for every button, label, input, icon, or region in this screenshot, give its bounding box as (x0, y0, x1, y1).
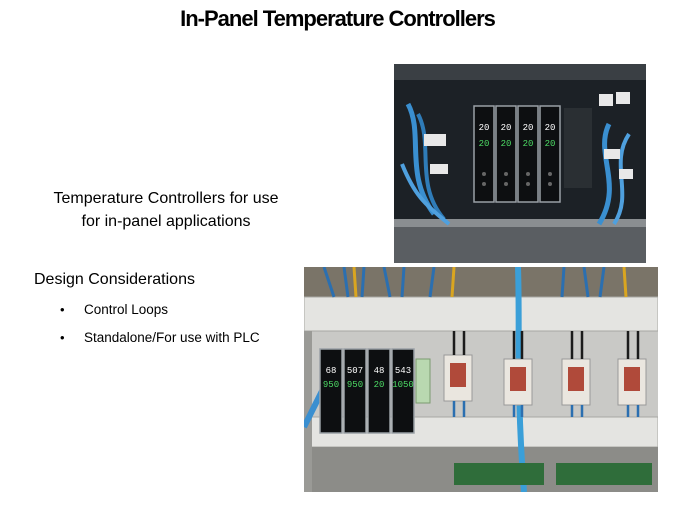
relay-module (503, 358, 533, 406)
temperature-controller: 20 20 (539, 105, 561, 203)
bullet-control-loops: Control Loops (58, 301, 260, 329)
relay-module (561, 358, 591, 406)
bullet-standalone-plc: Standalone/For use with PLC (58, 329, 260, 357)
cabinet-photo-top: 20 20 20 20 20 20 20 20 (394, 64, 646, 263)
sv-readout: 20 (501, 139, 512, 149)
design-considerations-list: Control Loops Standalone/For use with PL… (58, 301, 260, 357)
temperature-controller: 20 20 (495, 105, 517, 203)
pv-readout: 20 (545, 123, 556, 133)
cabinet-photo-bottom: 68 950 507 950 48 20 543 1050 (304, 267, 658, 492)
pv-readout: 68 (326, 366, 337, 376)
sv-readout: 20 (523, 139, 534, 149)
temperature-controller: 20 20 (517, 105, 539, 203)
pv-readout: 48 (374, 366, 385, 376)
temperature-controller: 543 1050 (391, 348, 415, 434)
sv-readout: 1050 (392, 380, 414, 390)
temperature-controller: 507 950 (343, 348, 367, 434)
cabinet-photo-bottom-image: 68 950 507 950 48 20 543 1050 (304, 267, 658, 492)
design-considerations-heading: Design Considerations (34, 271, 195, 288)
pv-readout: 20 (523, 123, 534, 133)
intro-line-1: Temperature Controllers for use (53, 190, 279, 207)
pv-readout: 507 (347, 366, 363, 376)
sv-readout: 20 (374, 380, 385, 390)
intro-line-2: for in-panel applications (81, 213, 251, 230)
relay-module (617, 358, 647, 406)
intro-text: Temperature Controllers for use for in-p… (20, 187, 312, 233)
sv-readout: 950 (347, 380, 363, 390)
slide-title: In-Panel Temperature Controllers (180, 6, 496, 31)
relay-module (443, 354, 473, 402)
pv-readout: 20 (479, 123, 490, 133)
temperature-controller: 48 20 (367, 348, 391, 434)
sv-readout: 20 (479, 139, 490, 149)
sv-readout: 950 (323, 380, 339, 390)
pv-readout: 20 (501, 123, 512, 133)
temperature-controller: 68 950 (319, 348, 343, 434)
sv-readout: 20 (545, 139, 556, 149)
temperature-controller: 20 20 (473, 105, 495, 203)
pv-readout: 543 (395, 366, 411, 376)
cabinet-photo-top-image: 20 20 20 20 20 20 20 20 (394, 64, 646, 263)
